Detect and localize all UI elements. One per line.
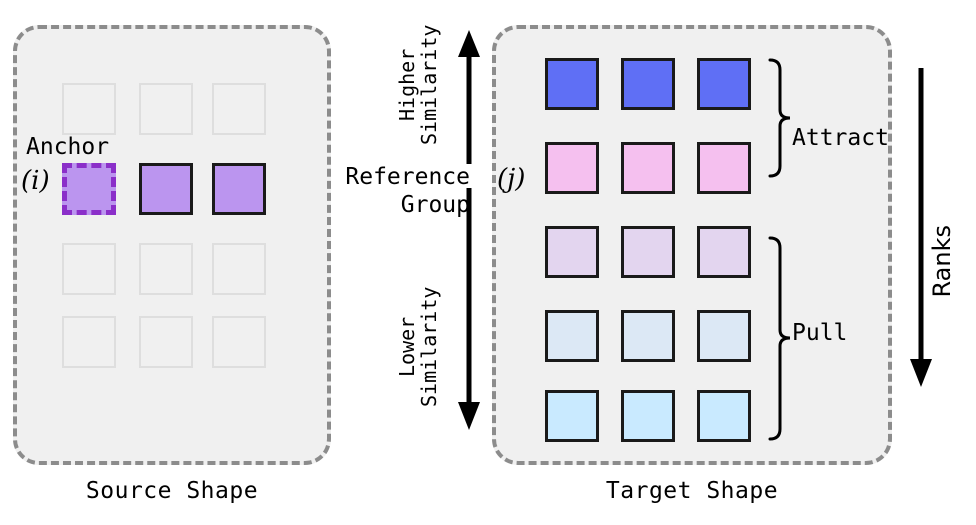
source-cell-r0c2 (212, 83, 266, 135)
target-index-label: (j) (497, 164, 526, 194)
reference-group-line2: Group (400, 192, 470, 218)
pull-bracket-icon (768, 236, 791, 441)
source-cell-r3c2 (212, 316, 266, 368)
target-cell-r3c0 (545, 310, 599, 362)
target-cell-r2c0 (545, 226, 599, 278)
target-cell-r1c0 (545, 142, 599, 194)
higher-similarity-line1: Higher (395, 48, 419, 122)
source-cell-r2c0 (62, 243, 116, 295)
source-cell-r0c1 (139, 83, 193, 135)
arrow-down-icon (458, 188, 480, 430)
target-cell-r0c1 (621, 58, 675, 110)
target-shape-caption: Target Shape (605, 478, 779, 504)
target-cell-r1c1 (621, 142, 675, 194)
source-cell-r1c2 (212, 163, 266, 215)
target-cell-r4c1 (621, 390, 675, 442)
target-cell-r3c1 (621, 310, 675, 362)
target-cell-r4c0 (545, 390, 599, 442)
source-cell-r3c1 (139, 316, 193, 368)
anchor-index-label: (i) (21, 166, 50, 196)
target-cell-r0c2 (697, 58, 751, 110)
lower-similarity-line2: Similarity (417, 286, 441, 408)
source-cell-r1c1 (139, 163, 193, 215)
attract-bracket-icon (768, 58, 791, 178)
source-cell-r2c2 (212, 243, 266, 295)
attract-label: Attract (792, 125, 889, 151)
pull-label: Pull (792, 320, 848, 346)
source-cell-r2c1 (139, 243, 193, 295)
reference-group-line1: Reference (345, 164, 470, 190)
target-cell-r2c2 (697, 226, 751, 278)
target-cell-r4c2 (697, 390, 751, 442)
source-cell-r3c0 (62, 316, 116, 368)
source-cell-r0c0 (62, 83, 116, 135)
source-shape-caption: Source Shape (85, 478, 259, 504)
higher-similarity-line2: Similarity (417, 24, 441, 146)
source-anchor-cell (62, 163, 116, 215)
lower-similarity-line1: Lower (395, 316, 419, 378)
target-cell-r2c1 (621, 226, 675, 278)
target-cell-r1c2 (697, 142, 751, 194)
arrow-up-icon (458, 30, 480, 164)
target-cell-r3c2 (697, 310, 751, 362)
ranks-label: Ranks (928, 225, 956, 298)
anchor-label: Anchor (26, 134, 110, 160)
target-cell-r0c0 (545, 58, 599, 110)
ranks-arrow-down-icon (910, 68, 932, 387)
